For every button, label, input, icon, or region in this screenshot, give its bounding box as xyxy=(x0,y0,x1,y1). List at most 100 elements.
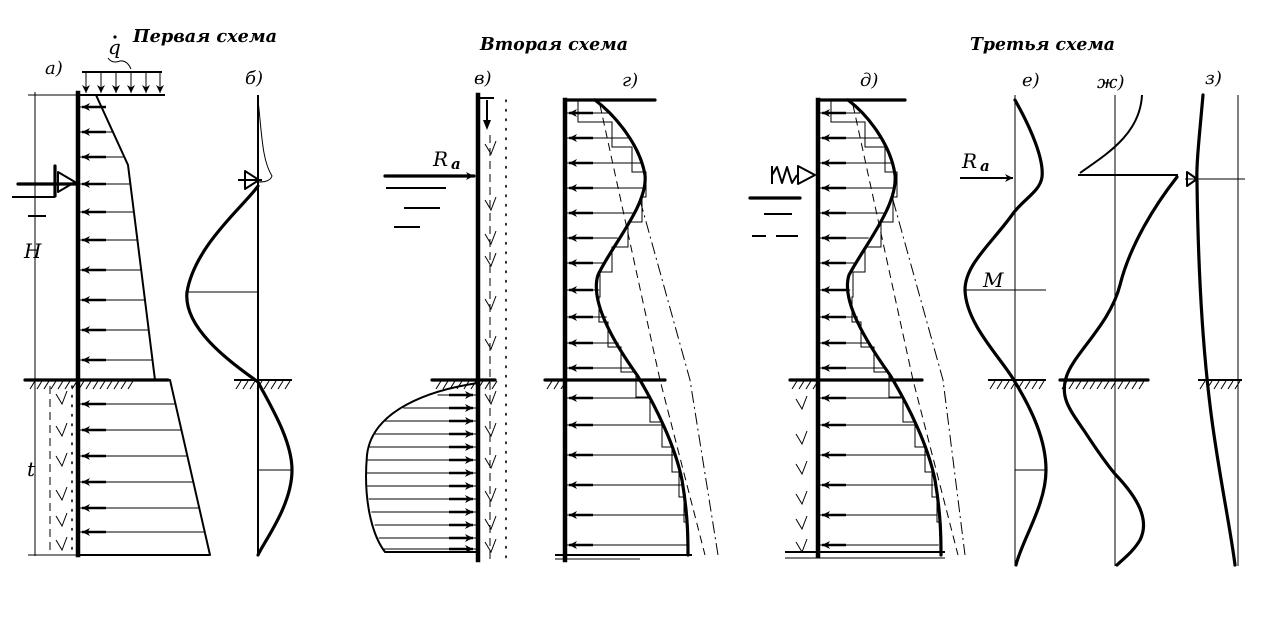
ground-hatch xyxy=(491,380,498,390)
soil-mark xyxy=(484,230,497,246)
ground-hatch xyxy=(805,380,812,390)
ground-hatch xyxy=(1003,380,1010,390)
ground-hatch xyxy=(242,380,249,390)
surcharge-symbol-dot xyxy=(113,35,117,39)
ground-hatch xyxy=(113,380,120,390)
ground-hatch xyxy=(553,380,560,390)
embedment-depth-symbol: t xyxy=(27,457,36,481)
active-pressure-upper-outline xyxy=(78,94,156,381)
ground-hatch xyxy=(1220,380,1227,390)
soil-mark xyxy=(795,515,808,531)
anchor-force-symbol: R xyxy=(961,149,977,173)
ground-hatch xyxy=(29,380,36,390)
ground-hatch xyxy=(106,380,113,390)
moment-symbol: M xyxy=(982,268,1004,292)
title-first-scheme: Первая схема xyxy=(132,26,277,47)
deflection-curve xyxy=(1195,93,1237,567)
ground-hatch xyxy=(235,380,242,390)
shear-curve xyxy=(1062,175,1179,567)
scheme-z-deflection-diagram xyxy=(1185,93,1245,567)
ground-hatch xyxy=(36,380,43,390)
moment-curve xyxy=(963,98,1048,567)
scheme-a-earth-pressure-diagram xyxy=(12,71,211,558)
ground-hatch xyxy=(120,380,127,390)
soil-mark xyxy=(795,538,808,554)
ground-hatch xyxy=(1010,380,1017,390)
ground-hatch xyxy=(277,380,284,390)
soil-mark xyxy=(484,422,497,438)
ground-hatch xyxy=(1131,380,1138,390)
anchor-force-subscript: a xyxy=(980,157,990,175)
panel-label-d: д) xyxy=(860,70,878,91)
soil-mark xyxy=(484,335,497,351)
ground-hatch xyxy=(1227,380,1234,390)
panel-label-z: з) xyxy=(1205,68,1222,89)
spring-anchor-icon xyxy=(771,166,798,184)
panel-label-v: в) xyxy=(474,68,492,89)
soil-mark xyxy=(795,430,808,446)
anchor-symbol-icon xyxy=(244,170,260,190)
soil-mark xyxy=(484,295,497,311)
soil-mark xyxy=(55,536,68,552)
ground-hatch xyxy=(484,380,491,390)
scheme-d-redistributed-pressure-diagram xyxy=(748,97,966,559)
soil-mark xyxy=(795,460,808,476)
ground-hatch xyxy=(78,380,85,390)
ground-hatch xyxy=(1024,380,1031,390)
initial-pressure-line xyxy=(852,104,959,556)
ground-hatch xyxy=(1089,380,1096,390)
scheme-e-moment-diagram xyxy=(960,95,1048,567)
anchor-symbol-icon xyxy=(1186,171,1198,187)
ground-hatch xyxy=(435,380,442,390)
ground-hatch xyxy=(1096,380,1103,390)
ground-hatch xyxy=(1038,380,1045,390)
ground-hatch xyxy=(92,380,99,390)
pressure-curve xyxy=(845,98,943,557)
free-height-symbol: H xyxy=(23,239,42,263)
ground-hatch xyxy=(263,380,270,390)
limit-pressure-line xyxy=(639,199,719,556)
scheme-g-redistributed-pressure-diagram xyxy=(543,97,719,563)
soil-mark xyxy=(484,252,497,268)
ground-hatch xyxy=(43,380,50,390)
ground-hatch xyxy=(1213,380,1220,390)
ground-hatch xyxy=(812,380,819,390)
active-pressure-lower-outline xyxy=(78,379,211,556)
anchor-force-subscript: a xyxy=(451,155,461,173)
initial-pressure-line xyxy=(599,104,706,556)
ground-hatch xyxy=(256,380,263,390)
ground-hatch xyxy=(1068,380,1075,390)
moment-curve xyxy=(185,184,294,557)
ground-hatch xyxy=(1103,380,1110,390)
ground-hatch xyxy=(85,380,92,390)
panel-label-a: а) xyxy=(45,58,63,79)
ground-hatch xyxy=(1061,380,1068,390)
soil-mark xyxy=(484,390,497,406)
ground-hatch xyxy=(470,380,477,390)
limit-pressure-line xyxy=(892,199,966,556)
ground-hatch xyxy=(99,380,106,390)
pressure-curve-group xyxy=(830,98,966,557)
stepped-pressure-outline xyxy=(830,100,941,555)
wall-top-arrow-icon xyxy=(483,120,491,130)
ground-hatch xyxy=(546,380,553,390)
soil-mark xyxy=(55,486,68,502)
ground-hatch xyxy=(442,380,449,390)
passive-pressure-outline xyxy=(365,382,479,553)
soil-mark xyxy=(55,390,68,406)
ground-hatch xyxy=(64,380,71,390)
ground-hatch xyxy=(463,380,470,390)
ground-hatch xyxy=(1075,380,1082,390)
ground-hatch xyxy=(1124,380,1131,390)
ground-hatch xyxy=(1206,380,1213,390)
scheme-v-passive-pressure-diagram xyxy=(365,92,507,563)
ground-hatch xyxy=(1234,380,1241,390)
soil-mark xyxy=(484,454,497,470)
ground-hatch xyxy=(798,380,805,390)
soil-mark xyxy=(484,515,497,531)
surcharge-symbol: q xyxy=(108,35,121,59)
ground-hatch xyxy=(50,380,57,390)
soil-mark xyxy=(795,395,808,411)
ground-hatch xyxy=(477,380,484,390)
